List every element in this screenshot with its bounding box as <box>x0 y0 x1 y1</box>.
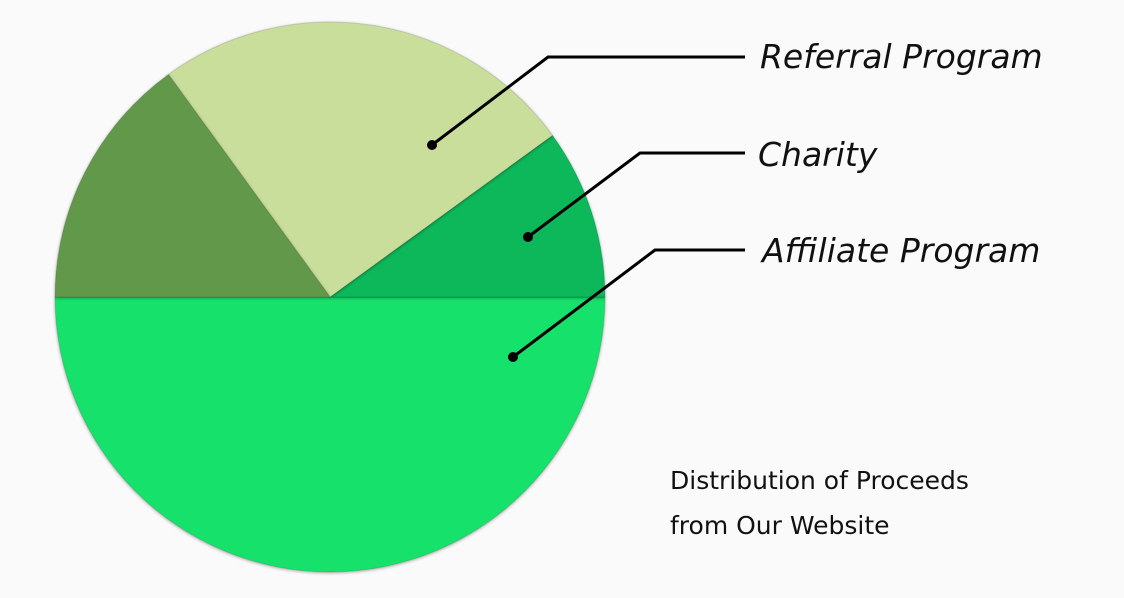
leader-dot-charity <box>523 232 533 242</box>
leader-dot-affiliate-program <box>508 352 518 362</box>
slice-label-referral-program: Referral Program <box>760 37 1043 76</box>
leader-line-referral-program <box>431 55 745 147</box>
slice-label-charity: Charity <box>758 135 878 174</box>
pie-slice-charity <box>328 134 606 298</box>
leader-line-affiliate-program <box>512 248 745 359</box>
chart-title: Distribution of Proceeds from Our Websit… <box>670 458 969 548</box>
slice-label-affiliate-program: Affiliate Program <box>760 231 1040 270</box>
chart-title-line-1: Distribution of Proceeds <box>670 466 969 495</box>
leader-dot-referral-program <box>427 140 437 150</box>
pie-slice-referral-program <box>167 21 554 298</box>
leader-line-charity <box>527 151 745 239</box>
pie-slice-affiliate-program <box>54 296 606 573</box>
chart-title-line-2: from Our Website <box>670 511 890 540</box>
pie-slice-unlabeled <box>54 73 331 298</box>
